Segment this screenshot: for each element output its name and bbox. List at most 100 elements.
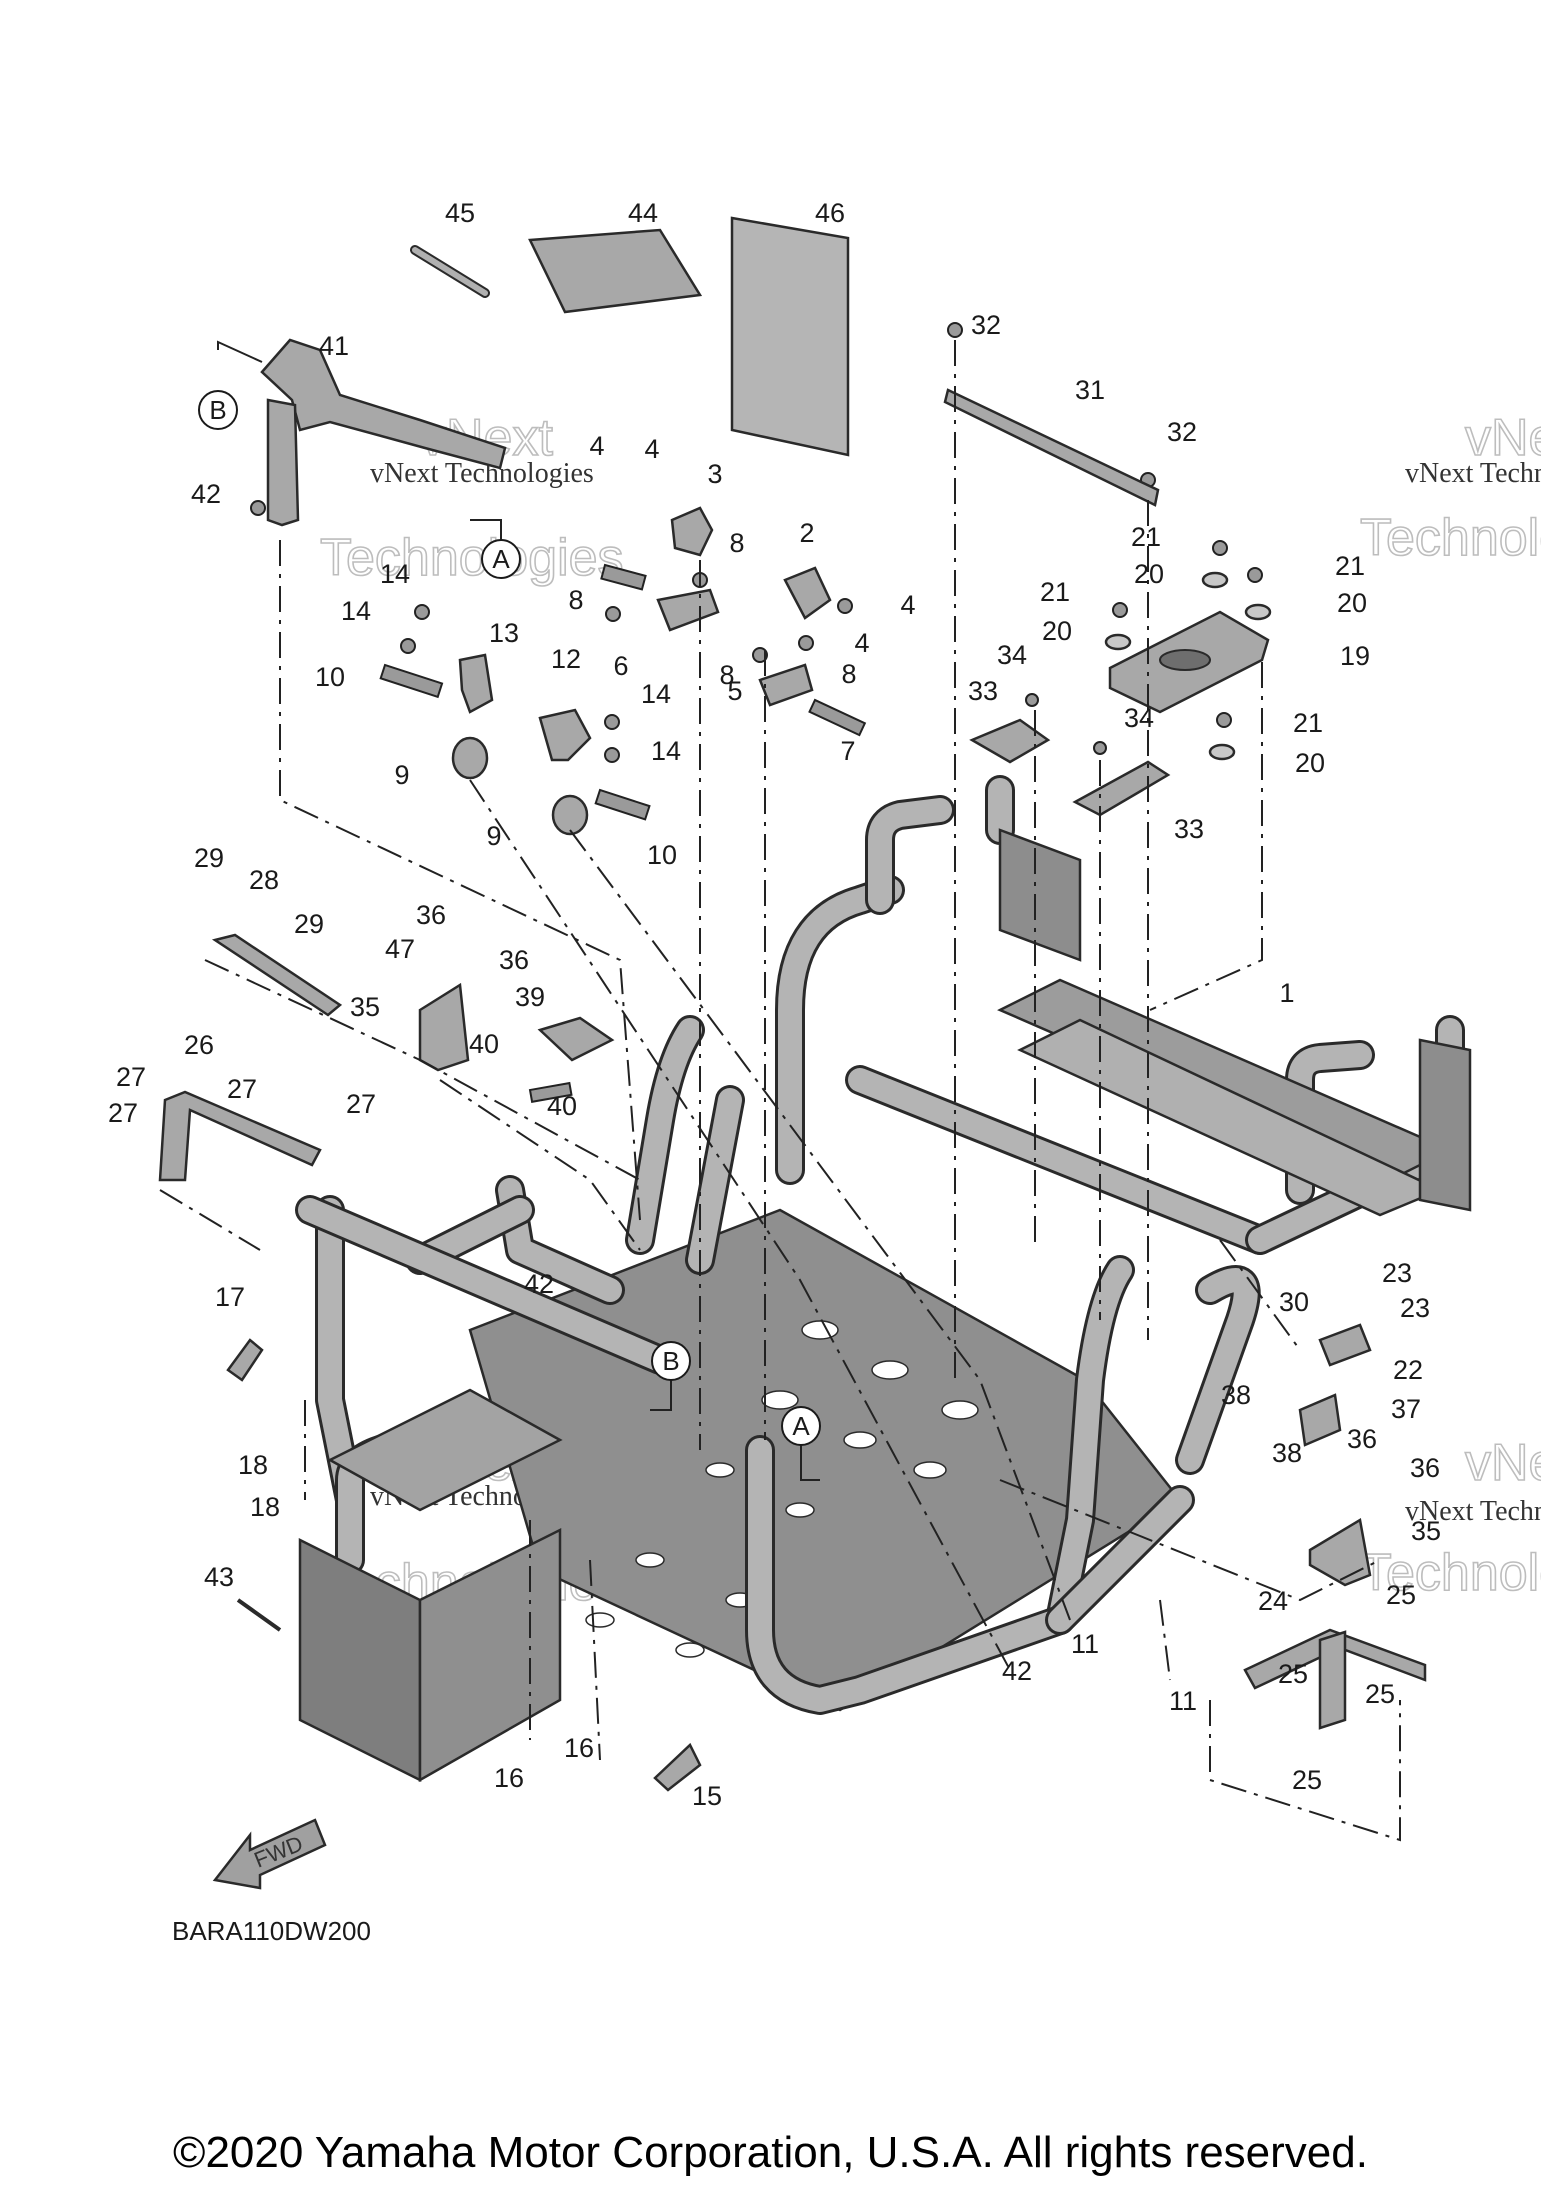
callout-12: 12 <box>551 644 581 674</box>
callout-15: 15 <box>692 1781 722 1811</box>
callout-36: 36 <box>416 900 446 930</box>
callout-38: 38 <box>1221 1380 1251 1410</box>
callout-20: 20 <box>1134 559 1164 589</box>
callout-27: 27 <box>116 1062 146 1092</box>
reference-circle <box>198 390 238 430</box>
reference-marker-b: B <box>651 1341 691 1381</box>
reference-circle <box>481 539 521 579</box>
callout-4: 4 <box>900 590 915 620</box>
callout-45: 45 <box>445 198 475 228</box>
part-17-bracket <box>226 1338 264 1382</box>
part-37-bracket <box>1298 1393 1342 1447</box>
part-3-bracket <box>600 506 720 632</box>
callout-25: 25 <box>1292 1765 1322 1795</box>
part-13-bracket <box>379 653 494 780</box>
part-43-wire <box>236 1598 282 1632</box>
callout-21: 21 <box>1131 522 1161 552</box>
part-45-rod <box>410 245 490 298</box>
callout-14: 14 <box>641 679 671 709</box>
part-2-bracket <box>758 566 867 737</box>
reference-letter-b: B <box>209 395 226 425</box>
part-44-mat <box>528 228 703 314</box>
callout-1: 1 <box>1279 978 1294 1008</box>
callout-36: 36 <box>499 945 529 975</box>
part-39-bracket <box>537 1016 615 1062</box>
callout-29: 29 <box>294 909 324 939</box>
callout-25: 25 <box>1278 1659 1308 1689</box>
callout-47: 47 <box>385 934 415 964</box>
reference-letter-b: B <box>662 1346 679 1376</box>
callout-14: 14 <box>651 736 681 766</box>
callout-27: 27 <box>108 1098 138 1128</box>
callout-10: 10 <box>647 840 677 870</box>
reference-leaders <box>470 519 820 1481</box>
callout-27: 27 <box>227 1074 257 1104</box>
watermark-company: Technologies <box>1360 1544 1541 1602</box>
callout-20: 20 <box>1295 748 1325 778</box>
callout-31: 31 <box>1075 375 1105 405</box>
callout-14: 14 <box>380 559 410 589</box>
callout-8: 8 <box>719 660 734 690</box>
callout-11: 11 <box>1169 1686 1197 1716</box>
callout-4: 4 <box>854 628 869 658</box>
callout-18: 18 <box>250 1492 280 1522</box>
callout-13: 13 <box>489 618 519 648</box>
callout-33: 33 <box>968 676 998 706</box>
callout-30: 30 <box>1279 1287 1309 1317</box>
part-35-bracket-right <box>1308 1517 1372 1587</box>
callout-20: 20 <box>1337 588 1367 618</box>
callout-2: 2 <box>799 518 814 548</box>
callout-41: 41 <box>319 331 349 361</box>
part-41-bracket <box>217 338 507 527</box>
reference-circle <box>651 1341 691 1381</box>
callout-25: 25 <box>1386 1580 1416 1610</box>
callout-4: 4 <box>589 431 604 461</box>
part-15-bracket <box>653 1742 702 1792</box>
reference-marker-b: B <box>198 390 238 430</box>
callout-40: 40 <box>469 1029 499 1059</box>
part-35-bracket-left <box>418 982 470 1072</box>
callout-6: 6 <box>613 651 628 681</box>
callout-23: 23 <box>1382 1258 1412 1288</box>
reference-letter-layer: B A B A <box>198 390 821 1446</box>
watermark-brand: vNext <box>1465 1434 1541 1492</box>
part-12-bracket <box>538 708 651 836</box>
callout-25: 25 <box>1365 1679 1395 1709</box>
callout-34: 34 <box>1124 703 1154 733</box>
callout-42: 42 <box>524 1269 554 1299</box>
part-19-plate <box>1108 610 1270 714</box>
callout-20: 20 <box>1042 616 1072 646</box>
callout-27: 27 <box>346 1089 376 1119</box>
watermark-company: Technologies <box>1360 509 1541 567</box>
watermark-line: vNext Technologies <box>1405 458 1541 489</box>
part-31-strip <box>943 388 1160 507</box>
callout-19: 19 <box>1340 641 1370 671</box>
callout-5: 5 <box>727 676 742 706</box>
callout-14: 14 <box>341 596 371 626</box>
part-46-sheet <box>730 216 850 457</box>
assembly-lines <box>159 340 1401 1842</box>
part-33-bracket-left <box>969 718 1051 764</box>
watermark-brand: vNext <box>1465 409 1541 467</box>
diagram-code: BARA110DW200 <box>172 1916 371 1946</box>
callout-39: 39 <box>515 982 545 1012</box>
callout-34: 34 <box>997 640 1027 670</box>
callout-42: 42 <box>191 479 221 509</box>
callout-11: 11 <box>1071 1629 1099 1659</box>
callout-32: 32 <box>971 310 1001 340</box>
callout-21: 21 <box>1335 551 1365 581</box>
part-40-bolt <box>528 1081 573 1103</box>
callout-24: 24 <box>1258 1586 1288 1616</box>
main-frame <box>295 775 1472 1783</box>
callout-26: 26 <box>184 1030 214 1060</box>
reference-marker-a: A <box>481 539 521 579</box>
reference-letter-a: A <box>492 544 510 574</box>
callout-16: 16 <box>494 1763 524 1793</box>
callout-36: 36 <box>1347 1424 1377 1454</box>
reference-marker-a: A <box>781 1406 821 1446</box>
callout-7: 7 <box>840 736 855 766</box>
part-28-rail <box>211 933 343 1017</box>
part-22-bracket <box>1318 1323 1372 1367</box>
